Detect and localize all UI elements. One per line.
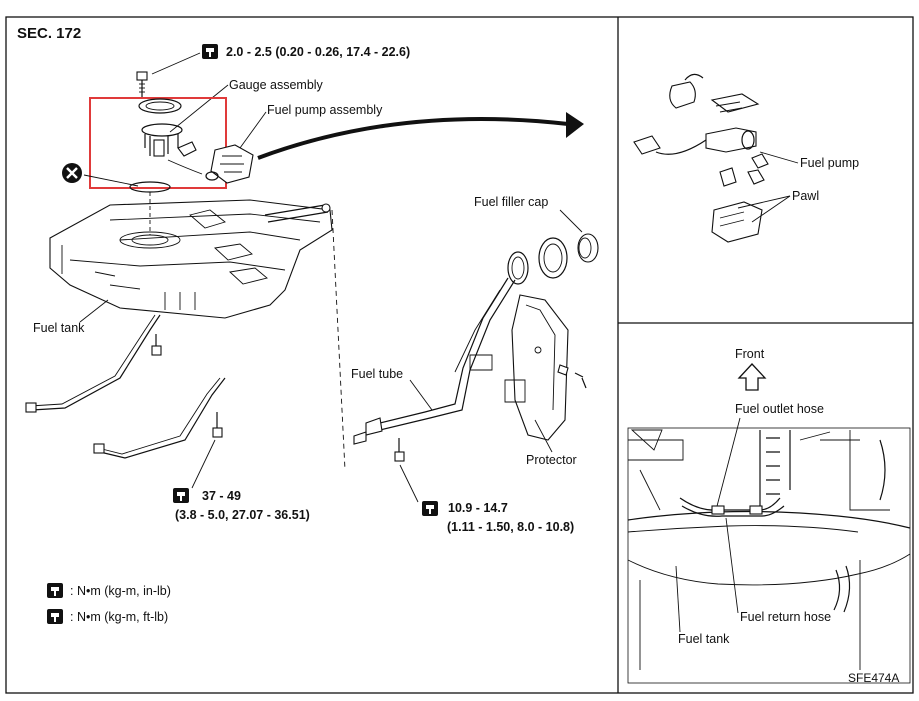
label-fuel-filler-cap: Fuel filler cap [474,195,548,209]
label-fuel-tank: Fuel tank [33,321,85,335]
pawl-parts [711,167,765,243]
torque-ftlb-icon-left [173,488,189,503]
label-fuel-return-hose: Fuel return hose [740,610,831,624]
fuel-filler-cap-part [507,233,599,285]
fuel-pump-detail [633,73,769,169]
torque-left-line2: (3.8 - 5.0, 27.07 - 36.51) [175,508,310,522]
protector-screws [557,364,587,389]
label-fuel-pump-assembly: Fuel pump assembly [267,103,383,117]
torque-inlb-icon [202,44,218,59]
fuel-tube-part [353,277,516,445]
label-pawl: Pawl [792,189,819,203]
legend-inlb-icon [47,583,63,598]
label-protector: Protector [526,453,577,467]
gauge-assembly-part [138,98,203,175]
legend-ftlb-icon [47,609,63,624]
torque-right-line1: 10.9 - 14.7 [448,501,508,515]
protector-part [504,294,569,441]
hose-routing-view [627,427,911,684]
tank-strap-2 [93,377,226,459]
section-title: SEC. 172 [17,25,81,42]
bolt-top [136,71,148,98]
torque-top-value: 2.0 - 2.5 (0.20 - 0.26, 17.4 - 22.6) [226,45,410,59]
label-fuel-pump: Fuel pump [800,156,859,170]
torque-ftlb-icon-right [422,501,438,516]
label-fuel-outlet-hose: Fuel outlet hose [735,402,824,416]
front-arrow-icon [737,363,767,391]
strap-bolt-2 [212,412,223,438]
legend-ftlb: : N•m (kg-m, ft-lb) [70,610,168,624]
torque-right-line2: (1.11 - 1.50, 8.0 - 10.8) [447,520,574,534]
figure-code: SFE474A [848,671,899,685]
red-highlight-box [89,97,227,189]
tube-bolt [394,438,405,462]
detail-arrow [257,117,569,160]
label-fuel-tube: Fuel tube [351,367,403,381]
strap-bolt-1 [151,334,162,356]
label-fuel-tank-lower: Fuel tank [678,632,730,646]
fuel-pump-assembly-part [205,144,254,184]
label-gauge-assembly: Gauge assembly [229,78,324,92]
torque-left-line1: 37 - 49 [202,489,241,503]
diagram-frame [5,16,914,694]
tank-strap-1 [25,314,161,413]
do-not-reuse-icon [62,163,82,183]
label-front: Front [735,347,765,361]
legend-inlb: : N•m (kg-m, in-lb) [70,584,171,598]
fuel-tank-part [49,199,333,319]
